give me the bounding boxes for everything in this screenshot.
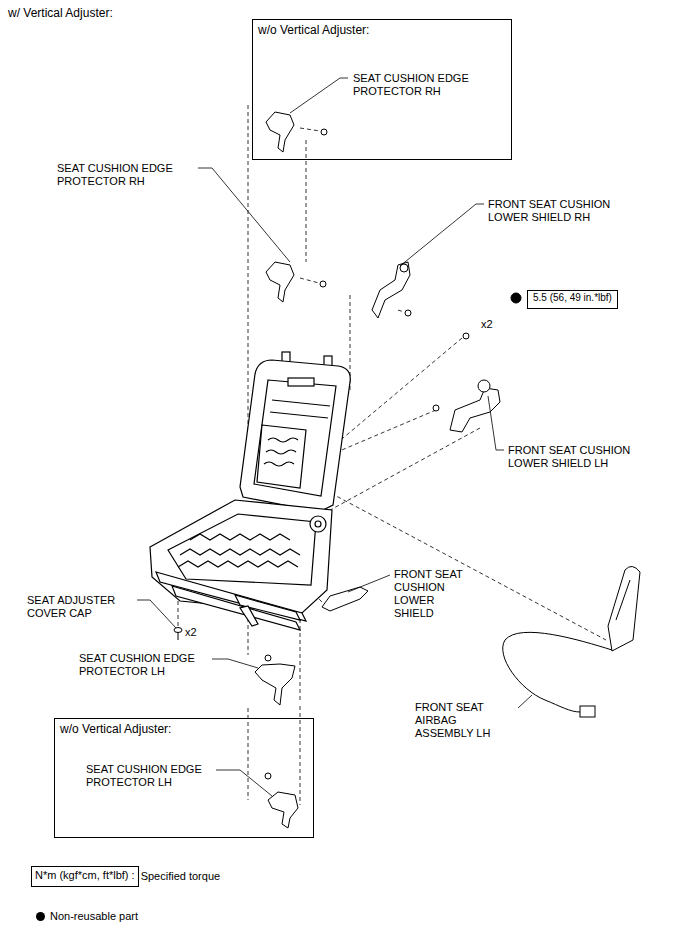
cushion-lower-shield xyxy=(322,587,368,611)
edge-protector-rh xyxy=(266,112,294,152)
dashed-guide xyxy=(300,128,320,131)
torque-bolt xyxy=(511,293,521,303)
edge-protector-rh xyxy=(266,262,294,302)
dashed-guide xyxy=(178,596,179,626)
seat-back-frame xyxy=(270,400,330,418)
lower-shield-rh xyxy=(372,262,411,318)
lower-shield-lh xyxy=(433,405,439,411)
dashed-guide xyxy=(325,490,606,640)
legend-marker xyxy=(36,912,45,921)
edge-protector-rh xyxy=(321,129,327,135)
page-title: w/ Vertical Adjuster: xyxy=(8,7,113,20)
leader-line xyxy=(198,168,290,262)
part-name: FRONT SEAT CUSHION LOWER SHIELD LH xyxy=(508,444,643,470)
leader-line xyxy=(290,78,348,113)
panel-heading: w/o Vertical Adjuster: xyxy=(60,722,171,736)
torque-box: 5.5 (56, 49 in.*lbf) xyxy=(527,290,618,309)
inset-panel: w/o Vertical Adjuster: SEAT CUSHION EDGE … xyxy=(252,19,512,160)
airbag-assembly xyxy=(608,566,640,651)
leader-line xyxy=(518,695,532,708)
dashed-guide xyxy=(306,140,307,262)
inset-panel: w/o Vertical Adjuster: SEAT CUSHION EDGE … xyxy=(54,718,314,838)
airbag-assembly xyxy=(616,580,630,620)
cover-cap xyxy=(174,628,182,633)
airbag-assembly xyxy=(503,566,640,717)
edge-protector-lh xyxy=(255,655,298,828)
dashed-guide xyxy=(398,310,404,312)
leader-line xyxy=(488,396,504,450)
part-name: SEAT CUSHION EDGE PROTECTOR RH xyxy=(353,72,488,98)
dashed-guide xyxy=(300,706,301,805)
lower-shield-lh xyxy=(478,380,490,392)
unit-box: N*m (kgf*cm, ft*lbf) : xyxy=(31,866,139,887)
cushion-lower-shield xyxy=(322,587,368,611)
seat-cushion-frame xyxy=(168,514,316,585)
leader-line xyxy=(400,204,484,266)
part-name: N*m (kgf*cm, ft*lbf) : xyxy=(35,869,135,883)
part-name: SEAT CUSHION EDGE PROTECTOR LH xyxy=(79,652,209,678)
edge-protector-lh xyxy=(265,773,271,779)
airbag-assembly xyxy=(503,632,612,712)
seat-rail xyxy=(172,586,300,630)
dashed-guide xyxy=(300,278,319,283)
seat-cushion-frame xyxy=(180,549,300,555)
edge-protector-rh xyxy=(266,112,327,302)
part-name: SEAT ADJUSTER COVER CAP xyxy=(27,594,137,620)
lower-shield-rh xyxy=(372,262,410,318)
seat-cushion-frame xyxy=(315,521,321,527)
legend-text: Non-reusable part xyxy=(50,910,138,923)
part-name: FRONT SEAT AIRBAG ASSEMBLY LH xyxy=(415,701,495,740)
seat-back-frame xyxy=(240,352,350,512)
seat-cushion-frame xyxy=(310,516,326,532)
part-name: 5.5 (56, 49 in.*lbf) xyxy=(533,292,612,305)
part-name: FRONT SEAT CUSHION LOWER SHIELD xyxy=(394,568,474,620)
seat-cushion-frame xyxy=(190,534,290,540)
lower-shield-lh xyxy=(433,380,500,432)
cover-cap xyxy=(174,628,182,641)
dashed-guide xyxy=(300,612,301,700)
part-name: FRONT SEAT CUSHION LOWER SHIELD RH xyxy=(488,198,623,224)
edge-protector-lh xyxy=(265,655,271,661)
torque-bolt xyxy=(463,333,469,339)
seat-cushion-frame xyxy=(178,561,298,567)
airbag-assembly xyxy=(580,706,595,717)
edge-protector-lh xyxy=(268,792,298,828)
torque-bolt xyxy=(463,293,521,339)
seat-rail xyxy=(156,572,306,630)
quantity: x2 xyxy=(185,626,215,639)
leader-line xyxy=(216,770,272,796)
edge-protector-rh xyxy=(320,281,326,287)
leader-line xyxy=(137,600,176,628)
leader-line xyxy=(212,659,258,668)
part-name: SEAT CUSHION EDGE PROTECTOR RH xyxy=(57,162,187,188)
dashed-guide xyxy=(330,410,436,455)
edge-protector-lh xyxy=(255,664,295,705)
panel-heading: w/o Vertical Adjuster: xyxy=(258,23,369,37)
lower-shield-rh xyxy=(405,310,411,316)
seat-back-frame xyxy=(254,380,336,496)
seat-rail xyxy=(240,606,258,626)
leader-line xyxy=(348,575,390,592)
seat-back-frame xyxy=(264,438,298,466)
seat-back-frame xyxy=(240,360,350,512)
seat-back-frame xyxy=(288,378,314,386)
seat-back-frame xyxy=(257,425,306,488)
dashed-guide xyxy=(248,708,249,800)
legend-text: Specified torque xyxy=(141,870,221,883)
quantity: x2 xyxy=(481,318,511,331)
leader-line xyxy=(137,78,532,796)
part-name: SEAT CUSHION EDGE PROTECTOR LH xyxy=(86,763,221,789)
